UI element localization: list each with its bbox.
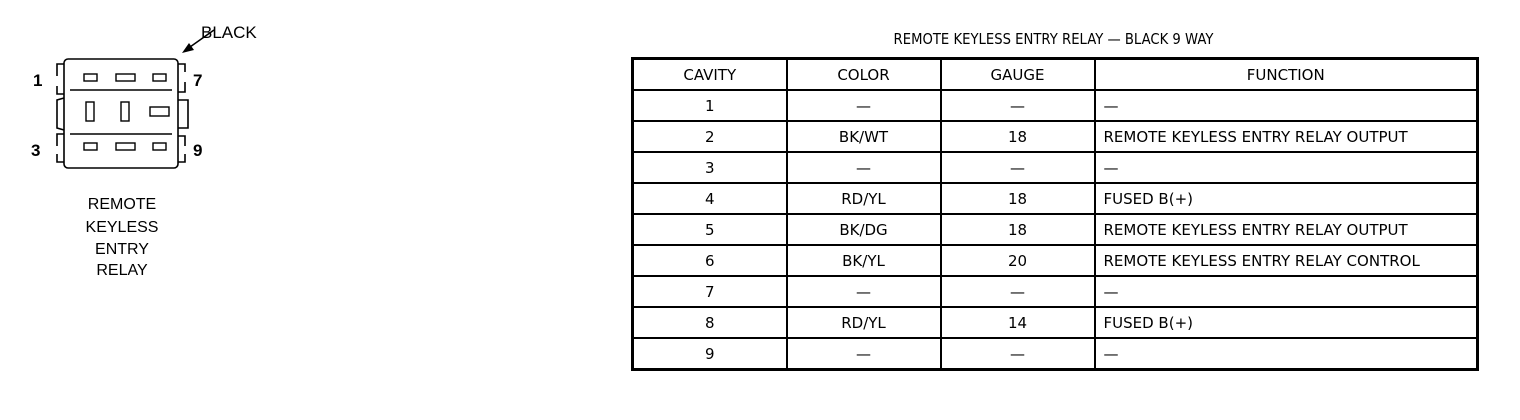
cavity-cell: 7	[631, 275, 788, 308]
color-cell: —	[785, 89, 942, 122]
function-cell: —	[1093, 151, 1479, 184]
gauge-cell: 18	[939, 182, 1096, 215]
table-row: 3 — — —	[631, 151, 1479, 184]
connector-name-line: RELAY	[96, 262, 148, 279]
table-title: REMOTE KEYLESS ENTRY RELAY — BLACK 9 WAY	[893, 30, 1214, 48]
connector-name-line: ENTRY	[95, 241, 149, 258]
table-row: 4 RD/YL 18 FUSED B(+)	[631, 182, 1479, 215]
color-cell: RD/YL	[785, 182, 942, 215]
function-cell: —	[1093, 337, 1479, 371]
cavity-5	[120, 101, 130, 122]
table-row: 5 BK/DG 18 REMOTE KEYLESS ENTRY RELAY OU…	[631, 213, 1479, 246]
table-row: 2 BK/WT 18 REMOTE KEYLESS ENTRY RELAY OU…	[631, 120, 1479, 153]
callout-leader-line	[189, 29, 215, 48]
connector-name-line: KEYLESS	[86, 219, 159, 236]
connector-color-callout: BLACK	[201, 23, 257, 42]
pin-label-7: 7	[193, 71, 202, 90]
pin-label-9: 9	[193, 141, 202, 160]
table-header-row: CAVITY COLOR GAUGE FUNCTION	[631, 57, 1479, 91]
callout-arrowhead	[182, 43, 194, 53]
header-color: COLOR	[785, 57, 942, 91]
gauge-cell: 18	[939, 120, 1096, 153]
table-row: 1 — — —	[631, 89, 1479, 122]
table-row: 7 — — —	[631, 275, 1479, 308]
color-cell: —	[785, 151, 942, 184]
pin-label-1: 1	[33, 71, 42, 90]
cavity-6	[115, 142, 136, 151]
cavity-2	[85, 101, 95, 122]
gauge-cell: —	[939, 89, 1096, 122]
cavity-cell: 6	[631, 244, 788, 277]
cavity-cell: 4	[631, 182, 788, 215]
table-row: 6 BK/YL 20 REMOTE KEYLESS ENTRY RELAY CO…	[631, 244, 1479, 277]
cavity-1	[83, 73, 98, 82]
color-cell: RD/YL	[785, 306, 942, 339]
header-cavity: CAVITY	[631, 57, 788, 91]
function-cell: REMOTE KEYLESS ENTRY RELAY OUTPUT	[1093, 120, 1479, 153]
header-gauge: GAUGE	[939, 57, 1096, 91]
function-cell: —	[1093, 275, 1479, 308]
connector-name-line: REMOTE	[88, 196, 156, 213]
cavity-cell: 3	[631, 151, 788, 184]
connector-cavities	[83, 73, 170, 151]
cavity-cell: 1	[631, 89, 788, 122]
cavity-4	[115, 73, 136, 82]
cavity-7	[152, 73, 167, 82]
cavity-8	[149, 106, 170, 117]
cavity-cell: 2	[631, 120, 788, 153]
gauge-cell: 18	[939, 213, 1096, 246]
function-cell: FUSED B(+)	[1093, 306, 1479, 339]
color-cell: —	[785, 337, 942, 371]
color-cell: BK/WT	[785, 120, 942, 153]
color-cell: BK/YL	[785, 244, 942, 277]
pin-label-3: 3	[31, 141, 40, 160]
table-row: 8 RD/YL 14 FUSED B(+)	[631, 306, 1479, 339]
header-function: FUNCTION	[1093, 57, 1479, 91]
function-cell: REMOTE KEYLESS ENTRY RELAY CONTROL	[1093, 244, 1479, 277]
function-cell: FUSED B(+)	[1093, 182, 1479, 215]
pinout-table: CAVITY COLOR GAUGE FUNCTION 1 — — — 2 BK…	[631, 57, 1479, 371]
cavity-9	[152, 142, 167, 151]
color-cell: —	[785, 275, 942, 308]
cavity-cell: 9	[631, 337, 788, 371]
connector-name: REMOTE KEYLESS ENTRY RELAY	[86, 196, 159, 279]
gauge-cell: —	[939, 337, 1096, 371]
function-cell: —	[1093, 89, 1479, 122]
gauge-cell: —	[939, 151, 1096, 184]
gauge-cell: 14	[939, 306, 1096, 339]
color-cell: BK/DG	[785, 213, 942, 246]
table-row: 9 — — —	[631, 337, 1479, 371]
connector-body	[56, 58, 189, 169]
connector-face-diagram: BLACK 1 7 3 9 REMOTE KEYLESS ENTR	[31, 23, 257, 279]
cavity-3	[83, 142, 98, 151]
function-cell: REMOTE KEYLESS ENTRY RELAY OUTPUT	[1093, 213, 1479, 246]
cavity-cell: 8	[631, 306, 788, 339]
gauge-cell: —	[939, 275, 1096, 308]
gauge-cell: 20	[939, 244, 1096, 277]
cavity-cell: 5	[631, 213, 788, 246]
